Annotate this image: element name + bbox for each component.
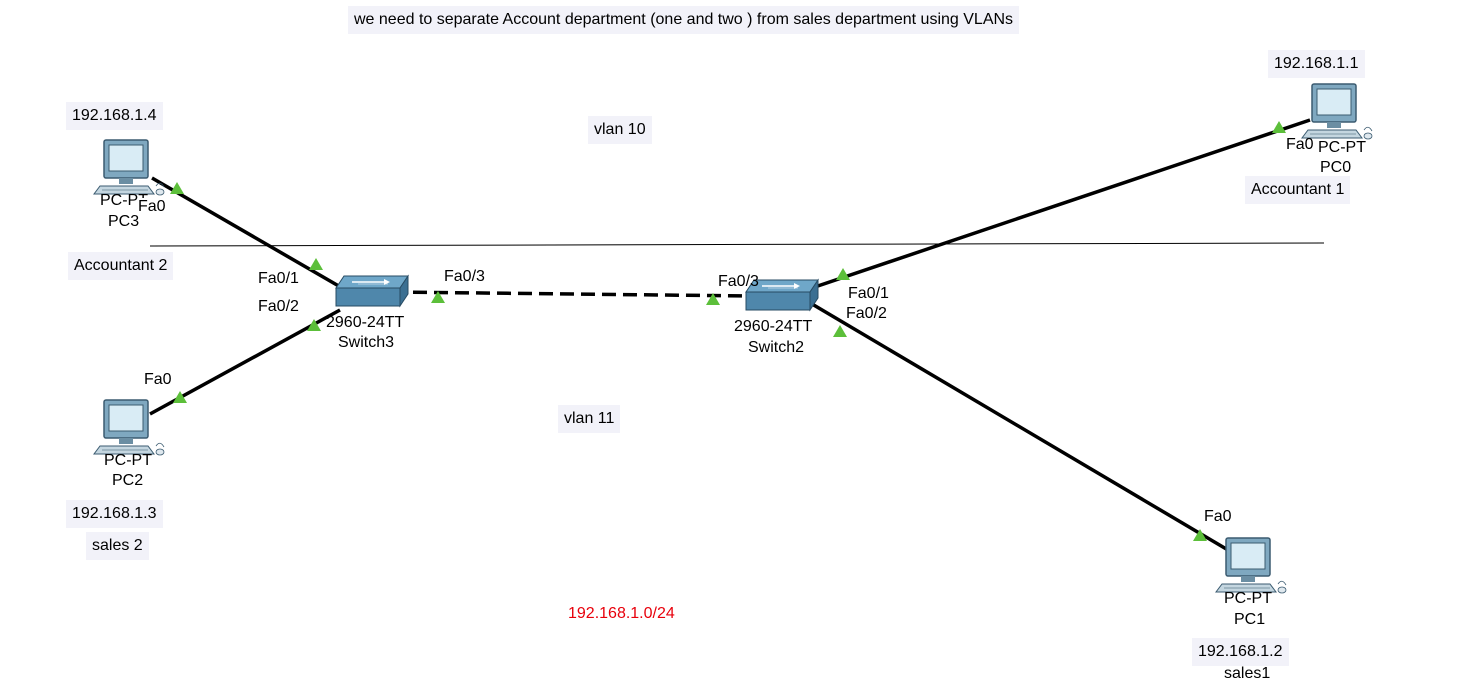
- switch2-model-label: 2960-24TT: [734, 318, 813, 335]
- diagram-title: we need to separate Account department (…: [348, 6, 1020, 34]
- pc1-desktop-computer-icon[interactable]: [1215, 537, 1287, 594]
- pc1-type-label: PC-PT: [1224, 590, 1272, 607]
- switch3-name-label: Switch3: [338, 334, 395, 351]
- pc0-desktop-computer-icon[interactable]: [1301, 83, 1373, 140]
- switch2-port2-label: Fa0/2: [846, 305, 887, 322]
- link-switch2-pc1[interactable]: [811, 302, 1229, 552]
- port-status-up-icon: [173, 391, 187, 403]
- pc2-port-label: Fa0: [144, 371, 172, 388]
- pc3-name-label: PC3: [108, 213, 140, 230]
- pc1-port-label: Fa0: [1204, 508, 1232, 525]
- pc2-role-label: sales 2: [86, 532, 149, 560]
- switch3-port3-label: Fa0/3: [444, 268, 485, 285]
- pc0-port-label: Fa0: [1286, 136, 1314, 153]
- switch2-name-label: Switch2: [748, 339, 805, 356]
- link-pc3-switch3[interactable]: [151, 176, 357, 298]
- pc2-name-label: PC2: [112, 472, 144, 489]
- pc0-role-label: Accountant 1: [1245, 176, 1351, 204]
- port-status-up-icon: [833, 325, 847, 337]
- pc0-ip-label: 192.168.1.1: [1268, 50, 1365, 78]
- pc3-port-label: Fa0: [138, 198, 166, 216]
- vlan-separator-line: [149, 242, 1325, 247]
- switch3-network-switch-icon[interactable]: [335, 275, 409, 307]
- pc0-type-label: PC-PT: [1318, 139, 1366, 157]
- pc2-ip-label: 192.168.1.3: [66, 500, 163, 528]
- pc2-desktop-computer-icon[interactable]: [93, 399, 165, 456]
- link-switch2-pc0[interactable]: [799, 118, 1311, 294]
- pc3-desktop-computer-icon[interactable]: [93, 139, 165, 196]
- vlan-11-label: vlan 11: [558, 405, 621, 433]
- switch2-port1-label: Fa0/1: [848, 285, 889, 302]
- pc1-ip-label: 192.168.1.2: [1192, 638, 1289, 666]
- switch3-port1-label: Fa0/1: [258, 270, 299, 287]
- switch3-model-label: 2960-24TT: [326, 314, 405, 331]
- switch3-port2-label: Fa0/2: [258, 298, 299, 315]
- link-switch3-switch2[interactable]: [391, 290, 753, 298]
- pc0-name-label: PC0: [1320, 159, 1352, 176]
- pc3-type-label: PC-PT: [100, 192, 148, 209]
- network-address-label: 192.168.1.0/24: [562, 600, 681, 628]
- pc3-role-label: Accountant 2: [68, 252, 174, 280]
- switch2-port3-label: Fa0/3: [718, 273, 759, 290]
- port-status-up-icon: [309, 258, 323, 270]
- pc1-name-label: PC1: [1234, 611, 1266, 628]
- pc1-role-label: sales1: [1224, 665, 1271, 682]
- vlan-10-label: vlan 10: [588, 116, 652, 144]
- pc3-ip-label: 192.168.1.4: [66, 102, 163, 130]
- pc2-type-label: PC-PT: [104, 452, 152, 469]
